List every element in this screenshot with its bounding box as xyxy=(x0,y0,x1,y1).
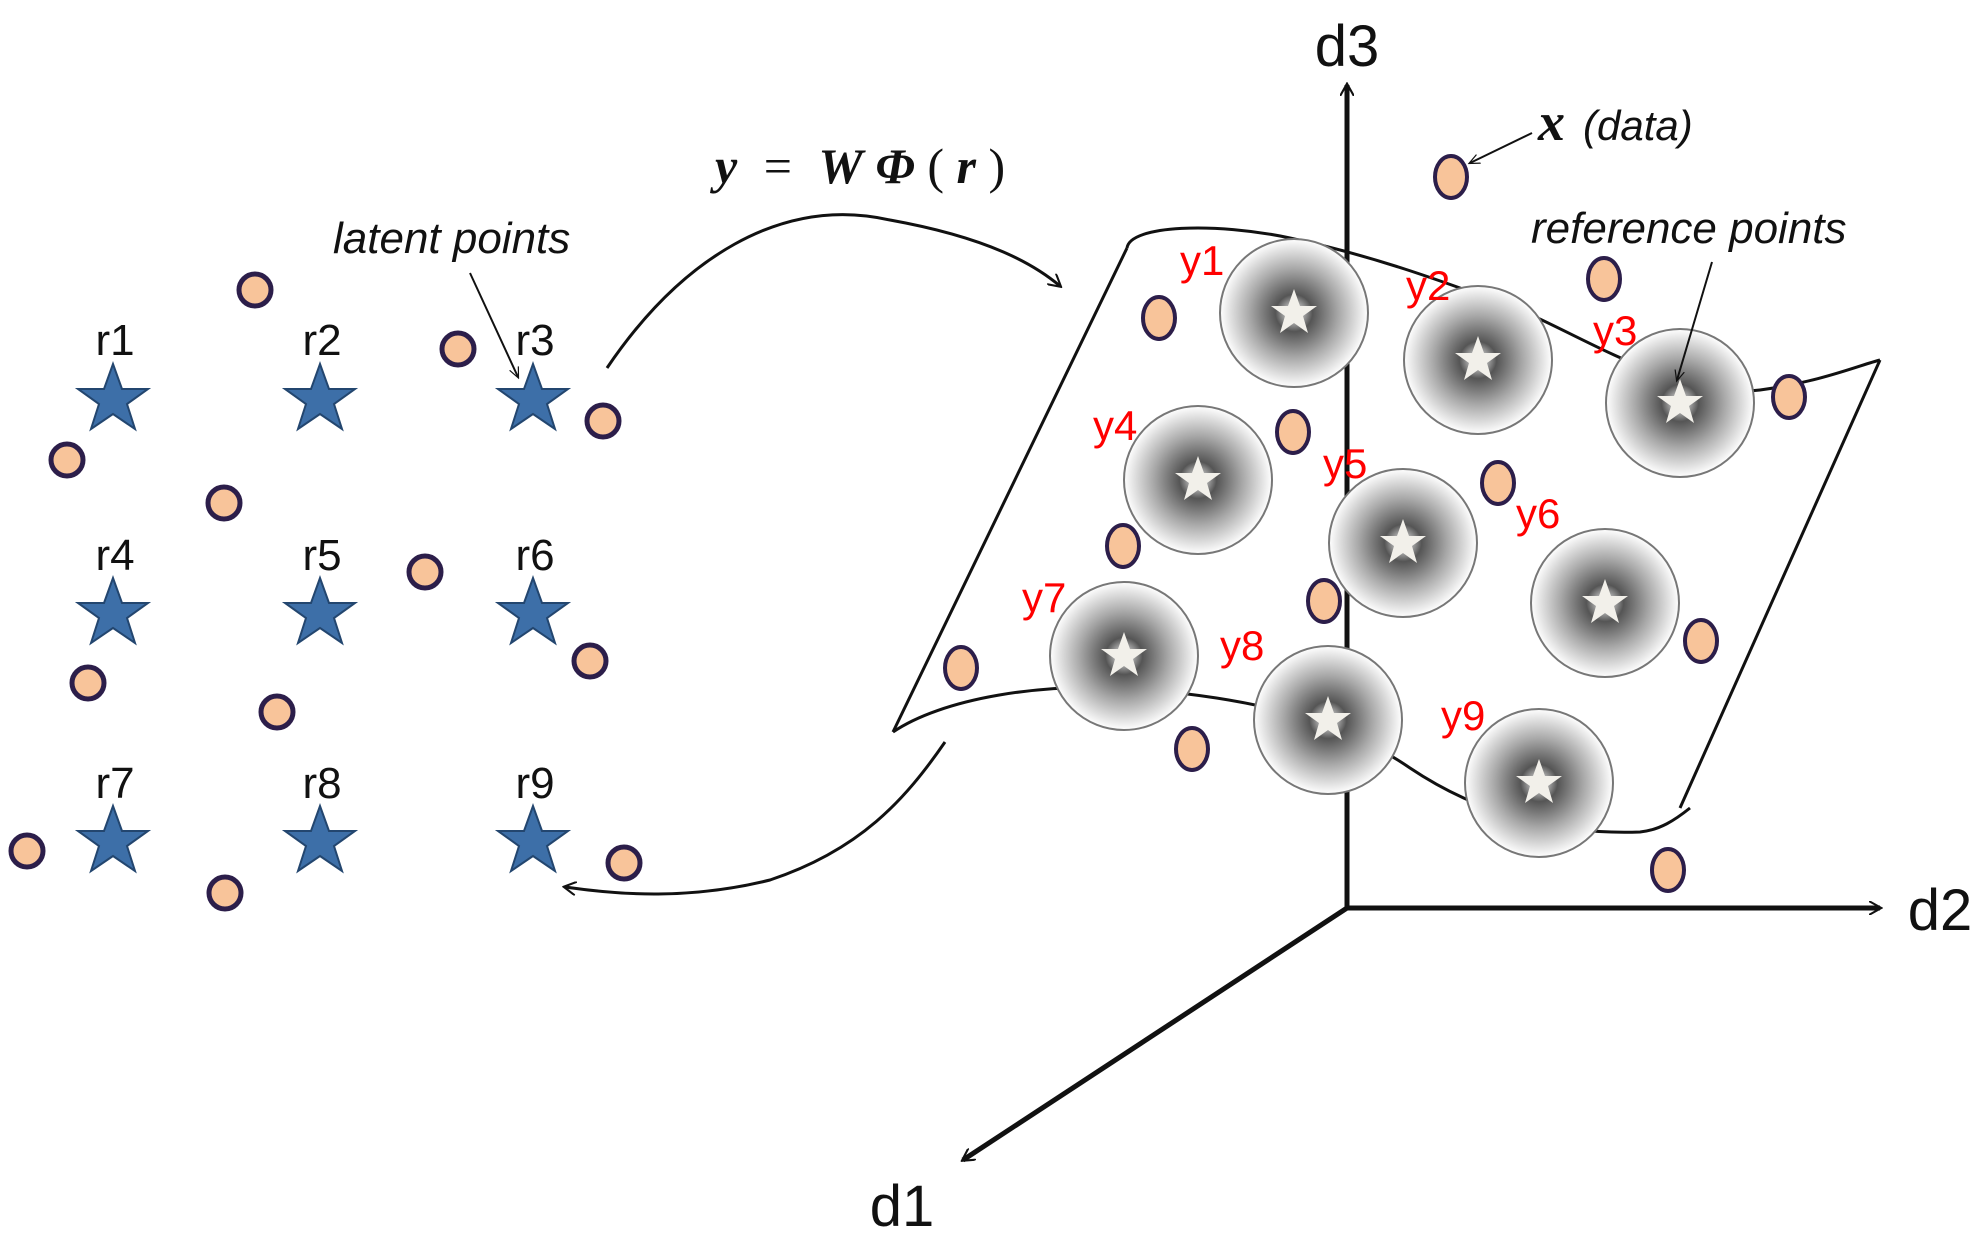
axis-d1 xyxy=(963,905,1349,1163)
latent-label-r3: r3 xyxy=(515,316,554,365)
latent-star-r2 xyxy=(281,361,359,432)
data-point xyxy=(236,271,274,309)
data-point xyxy=(1683,618,1719,664)
reference-label-y6: y6 xyxy=(1516,490,1560,537)
latent-stars xyxy=(74,361,572,874)
latent-label-r5: r5 xyxy=(302,531,341,580)
data-point xyxy=(605,844,643,882)
reference-points xyxy=(1049,238,1755,858)
data-point xyxy=(1105,523,1141,569)
data-point xyxy=(1771,374,1807,420)
data-point xyxy=(1650,847,1686,893)
data-space-points xyxy=(943,154,1807,893)
svg-text:x (data): x (data) xyxy=(1537,92,1693,152)
data-point xyxy=(8,832,46,870)
reference-label-y8: y8 xyxy=(1220,622,1264,669)
data-label: x (data) xyxy=(1470,92,1693,163)
data-point xyxy=(206,874,244,912)
data-point xyxy=(1433,154,1469,200)
reference-point-y2 xyxy=(1403,285,1553,435)
reference-pointer-arrow xyxy=(1677,261,1713,380)
reference-label-y2: y2 xyxy=(1406,262,1450,309)
axis-label-d2: d2 xyxy=(1908,878,1973,943)
latent-label-r4: r4 xyxy=(95,531,134,580)
reference-point-y9 xyxy=(1464,708,1614,858)
reference-points-label: reference points xyxy=(1531,204,1847,253)
reference-point-y1 xyxy=(1219,238,1369,388)
latent-star-r4 xyxy=(74,575,152,646)
data-point xyxy=(1306,578,1342,624)
reference-point-y5 xyxy=(1328,468,1478,618)
data-point xyxy=(1275,409,1311,455)
data-point xyxy=(258,693,296,731)
data-point xyxy=(1480,460,1516,506)
reference-point-y4 xyxy=(1123,405,1273,555)
reference-point-y8 xyxy=(1253,645,1403,795)
reference-label-y7: y7 xyxy=(1022,574,1066,621)
reference-label-y5: y5 xyxy=(1323,440,1367,487)
data-point xyxy=(1141,295,1177,341)
data-symbol: x xyxy=(1537,92,1565,152)
latent-star-r6 xyxy=(494,575,572,646)
latent-space: r1 r2 r3 r4 r5 r6 r7 r8 r9 latent points xyxy=(8,214,643,912)
latent-label-r9: r9 xyxy=(515,759,554,808)
latent-label-r8: r8 xyxy=(302,759,341,808)
data-point xyxy=(584,402,622,440)
latent-star-r8 xyxy=(281,803,359,874)
data-point xyxy=(406,553,444,591)
reference-point-y6 xyxy=(1530,528,1680,678)
reference-label-y4: y4 xyxy=(1093,402,1137,449)
latent-star-r9 xyxy=(494,803,572,874)
axis-label-d3: d3 xyxy=(1315,14,1380,79)
manifold-left-edge xyxy=(891,247,1129,733)
data-point xyxy=(571,642,609,680)
latent-star-r1 xyxy=(74,361,152,432)
latent-label-r6: r6 xyxy=(515,531,554,580)
data-point xyxy=(439,330,477,368)
data-point xyxy=(48,441,86,479)
reference-label-y3: y3 xyxy=(1593,307,1637,354)
inverse-mapping-arrow xyxy=(565,741,947,894)
manifold-right-edge xyxy=(1678,359,1882,809)
reference-point-y7 xyxy=(1049,581,1199,731)
data-point xyxy=(205,484,243,522)
mapping-equation: y = W Φ ( r ) xyxy=(710,138,1005,194)
data-point xyxy=(1586,256,1622,302)
reference-label-y1: y1 xyxy=(1180,237,1224,284)
data-point xyxy=(69,664,107,702)
latent-label-r2: r2 xyxy=(302,316,341,365)
data-text: (data) xyxy=(1583,102,1693,149)
latent-star-r7 xyxy=(74,803,152,874)
latent-label-r7: r7 xyxy=(95,759,134,808)
latent-data-points xyxy=(8,271,643,912)
forward-mapping-arrow xyxy=(605,213,1060,369)
latent-star-r3 xyxy=(494,361,572,432)
mapping: y = W Φ ( r ) xyxy=(565,138,1060,894)
latent-points-label: latent points xyxy=(333,214,570,263)
data-pointer-arrow xyxy=(1470,132,1533,163)
latent-label-r1: r1 xyxy=(95,316,134,365)
axis-label-d1: d1 xyxy=(870,1174,935,1234)
reference-point-y3 xyxy=(1605,328,1755,478)
data-point xyxy=(1174,726,1210,772)
data-point xyxy=(943,645,979,691)
latent-star-r5 xyxy=(281,575,359,646)
latent-pointer-arrow xyxy=(469,272,518,377)
reference-label-y9: y9 xyxy=(1441,692,1485,739)
